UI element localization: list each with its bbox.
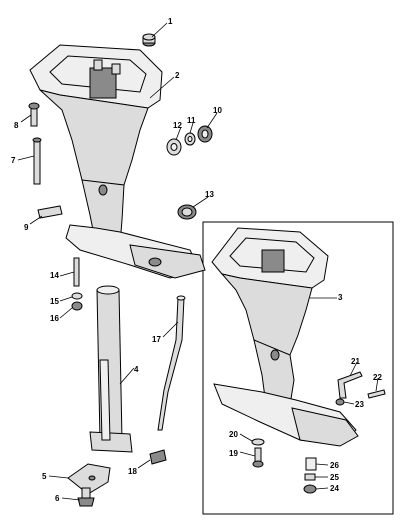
callout-16: 16 (50, 314, 59, 323)
part-6-bolt (77, 487, 95, 507)
part-26-spacer (305, 457, 317, 471)
leader-1 (151, 22, 168, 38)
callout-2: 2 (175, 71, 180, 80)
callout-20: 20 (229, 430, 238, 439)
callout-25: 25 (330, 473, 339, 482)
leader-7 (17, 155, 35, 161)
detail-inset-frame (202, 221, 394, 515)
leader-23 (343, 401, 355, 405)
part-7-stud (32, 137, 42, 185)
callout-11: 11 (187, 116, 196, 125)
leader-13 (192, 196, 209, 208)
part-18-grommet (149, 449, 167, 465)
callout-8: 8 (14, 121, 19, 130)
part-17-water-tube (157, 295, 186, 431)
callout-15: 15 (50, 297, 59, 306)
callout-24: 24 (330, 484, 339, 493)
leader-26 (315, 463, 329, 466)
part-3-driveshaft-housing-detail (211, 227, 359, 447)
part-1-cap (142, 33, 156, 47)
part-8-bolt (28, 102, 40, 127)
part-15-washer (71, 292, 83, 300)
leader-8 (20, 114, 32, 123)
callout-3: 3 (338, 293, 343, 302)
leader-20 (239, 433, 253, 442)
callout-7: 7 (11, 156, 16, 165)
part-9-pad (37, 205, 63, 219)
leader-17 (162, 321, 179, 338)
callout-6: 6 (55, 494, 60, 503)
leader-5 (48, 475, 69, 479)
part-11-washer (184, 132, 196, 146)
leader-6 (61, 497, 81, 501)
callout-12: 12 (173, 121, 182, 130)
callout-10: 10 (213, 106, 222, 115)
callout-19: 19 (229, 449, 238, 458)
leader-19 (239, 451, 256, 457)
callout-5: 5 (42, 472, 47, 481)
part-25-plug (304, 473, 316, 481)
leader-22 (375, 377, 379, 392)
callout-18: 18 (128, 467, 137, 476)
leader-4 (119, 367, 135, 385)
callout-13: 13 (205, 190, 214, 199)
callout-21: 21 (351, 357, 360, 366)
part-2-driveshaft-housing (29, 44, 206, 279)
callout-23: 23 (355, 400, 364, 409)
part-21-pin (337, 371, 363, 399)
part-19-bolt (252, 447, 264, 468)
callout-17: 17 (152, 335, 161, 344)
leader-21 (349, 361, 358, 377)
callout-14: 14 (50, 271, 59, 280)
callout-22: 22 (373, 373, 382, 382)
leader-2 (149, 76, 175, 99)
leader-14 (59, 271, 75, 277)
leader-9 (29, 215, 43, 225)
callout-9: 9 (24, 223, 29, 232)
part-4-tube (89, 285, 133, 453)
part-22-screw (367, 389, 386, 399)
callout-1: 1 (168, 17, 173, 26)
part-20-washer (251, 438, 265, 446)
leader-24 (315, 487, 329, 490)
leader-12 (175, 126, 182, 141)
leader-16 (59, 307, 73, 319)
part-23-nut (335, 398, 345, 406)
callout-26: 26 (330, 461, 339, 470)
part-10-grommet (197, 125, 213, 143)
part-16-nut (71, 301, 83, 311)
part-13-bushing (177, 204, 197, 220)
callout-4: 4 (134, 365, 139, 374)
part-14-stud (73, 257, 80, 287)
leader-18 (137, 459, 151, 469)
part-24-nut (303, 484, 317, 494)
leader-15 (59, 296, 73, 302)
leader-10 (206, 112, 218, 129)
part-12-washer (166, 138, 182, 156)
leader-11 (189, 122, 194, 134)
